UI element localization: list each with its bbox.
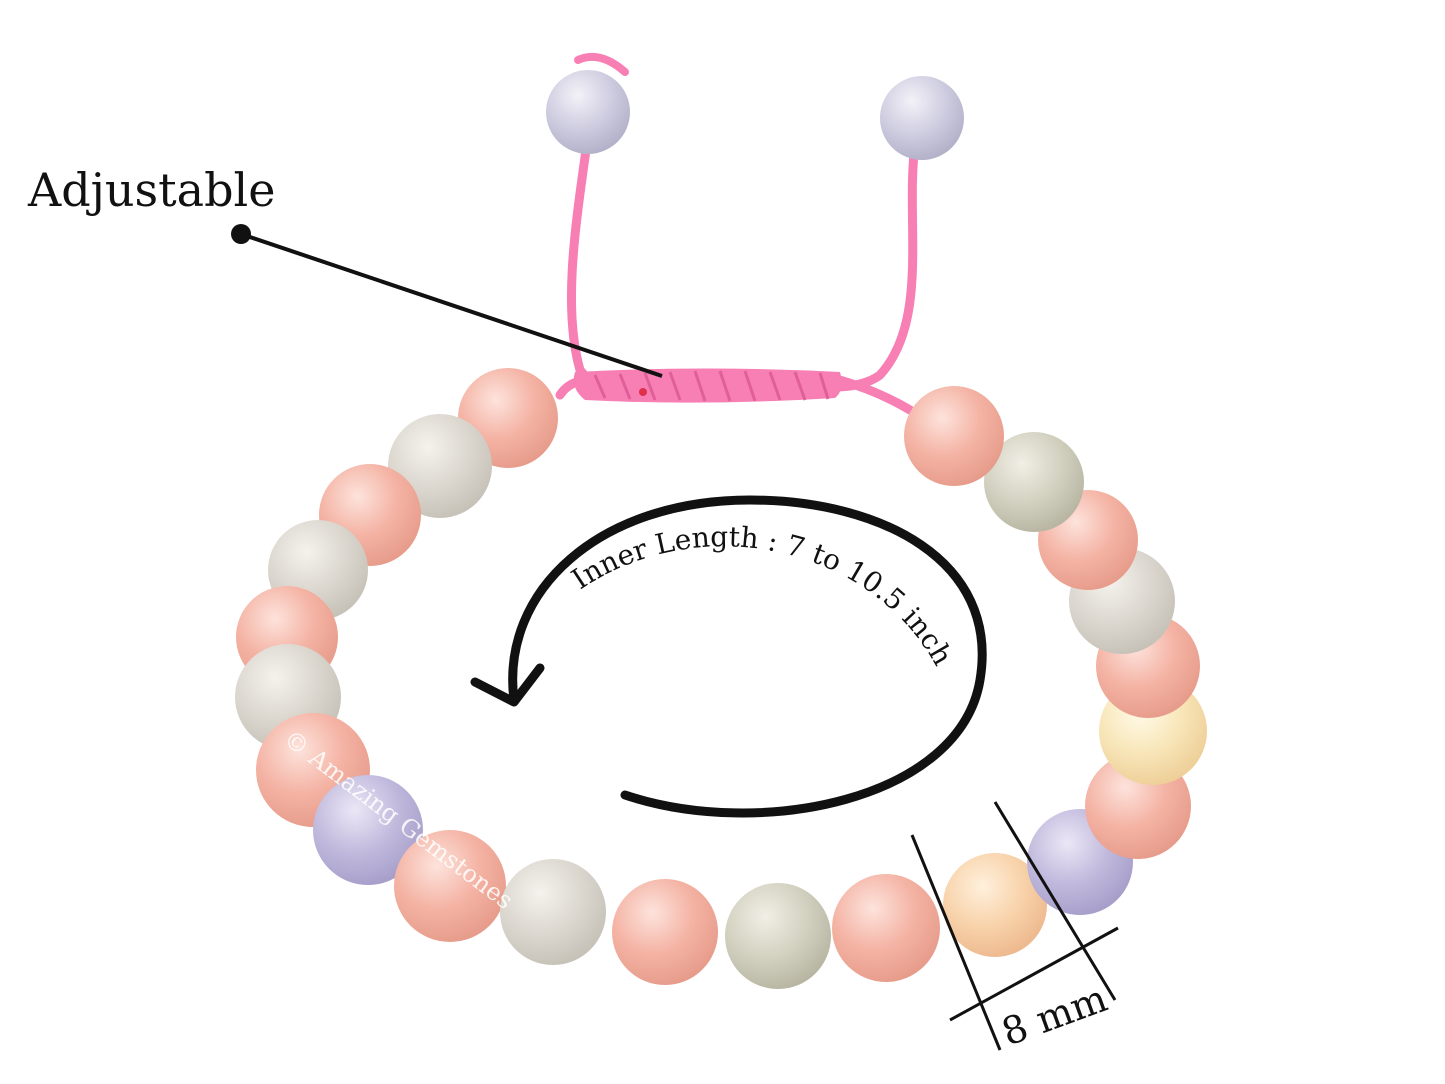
pointer-line — [240, 232, 663, 378]
inner-length-text: Inner Length : 7 to 10.5 inch — [566, 520, 960, 671]
inner-length-label: Inner Length : 7 to 10.5 inch — [566, 520, 960, 671]
bead-size-label: 8 mm — [996, 976, 1113, 1054]
end-bead-left — [546, 70, 630, 154]
inner-length-arrow — [470, 495, 987, 818]
adjustable-label: Adjustable — [27, 163, 275, 217]
bead-size-dimension — [910, 801, 1119, 1051]
knot-marker — [639, 388, 647, 396]
bead — [313, 775, 423, 885]
braided-knot — [573, 368, 842, 403]
end-bead-right — [880, 76, 964, 160]
bead — [612, 879, 718, 985]
bead — [725, 883, 831, 989]
bead — [500, 859, 606, 965]
bead — [943, 853, 1047, 957]
bead — [984, 432, 1084, 532]
bead — [394, 830, 506, 942]
bead — [832, 874, 940, 982]
bead — [904, 386, 1004, 486]
bead-ring — [235, 368, 1207, 989]
